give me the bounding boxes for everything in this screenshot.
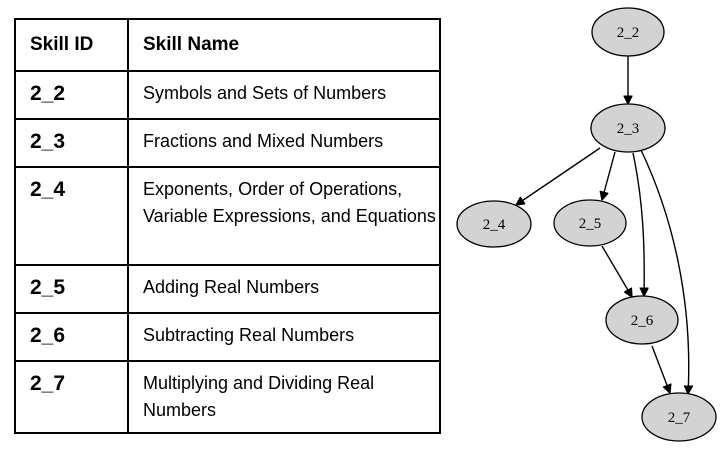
edge-2_5-2_6 — [601, 245, 632, 297]
skill-id-cell: 2_2 — [14, 70, 129, 120]
skill-name-cell: Fractions and Mixed Numbers — [127, 118, 441, 168]
skill-id-cell: 2_6 — [14, 312, 129, 362]
skill-id-cell: 2_7 — [14, 360, 129, 434]
table-row: 2_2 Symbols and Sets of Numbers — [14, 70, 441, 120]
edge-2_3-2_5 — [602, 151, 616, 200]
node-label: 2_7 — [668, 410, 691, 426]
table-row: 2_6 Subtracting Real Numbers — [14, 312, 441, 362]
graph-node: 2_4 — [456, 200, 532, 248]
header-skill-name: Skill Name — [127, 18, 441, 72]
table-row: 2_3 Fractions and Mixed Numbers — [14, 118, 441, 168]
skill-name-cell: Multiplying and Dividing Real Numbers — [127, 360, 441, 434]
table-header-row: Skill ID Skill Name — [14, 18, 441, 72]
skill-name-cell: Adding Real Numbers — [127, 264, 441, 314]
edge-2_3-2_4 — [516, 147, 601, 205]
skill-name-cell: Subtracting Real Numbers — [127, 312, 441, 362]
graph-node: 2_5 — [553, 199, 627, 247]
table-row: 2_5 Adding Real Numbers — [14, 264, 441, 314]
node-label: 2_5 — [579, 216, 602, 232]
node-label: 2_3 — [617, 121, 640, 137]
node-label: 2_4 — [483, 217, 506, 233]
skill-id-cell: 2_5 — [14, 264, 129, 314]
skill-id-cell: 2_3 — [14, 118, 129, 168]
skill-name-cell: Symbols and Sets of Numbers — [127, 70, 441, 120]
edge-2_6-2_7 — [651, 345, 670, 393]
table-row: 2_4 Exponents, Order of Operations, Vari… — [14, 166, 441, 266]
skills-table: Skill ID Skill Name 2_2 Symbols and Sets… — [14, 18, 441, 434]
graph-node: 2_6 — [605, 295, 679, 345]
header-skill-id: Skill ID — [14, 18, 129, 72]
graph-node: 2_3 — [590, 103, 666, 153]
node-label: 2_6 — [631, 313, 654, 329]
node-label: 2_2 — [617, 25, 640, 41]
skill-name-cell: Exponents, Order of Operations, Variable… — [127, 166, 441, 266]
table-row: 2_7 Multiplying and Dividing Real Number… — [14, 360, 441, 434]
edge-2_3-2_6 — [632, 152, 644, 296]
graph-node: 2_7 — [641, 392, 717, 442]
graph-edges — [516, 56, 689, 394]
graph-node: 2_2 — [591, 7, 665, 57]
skill-id-cell: 2_4 — [14, 166, 129, 266]
edge-2_3-2_7 — [640, 149, 689, 394]
